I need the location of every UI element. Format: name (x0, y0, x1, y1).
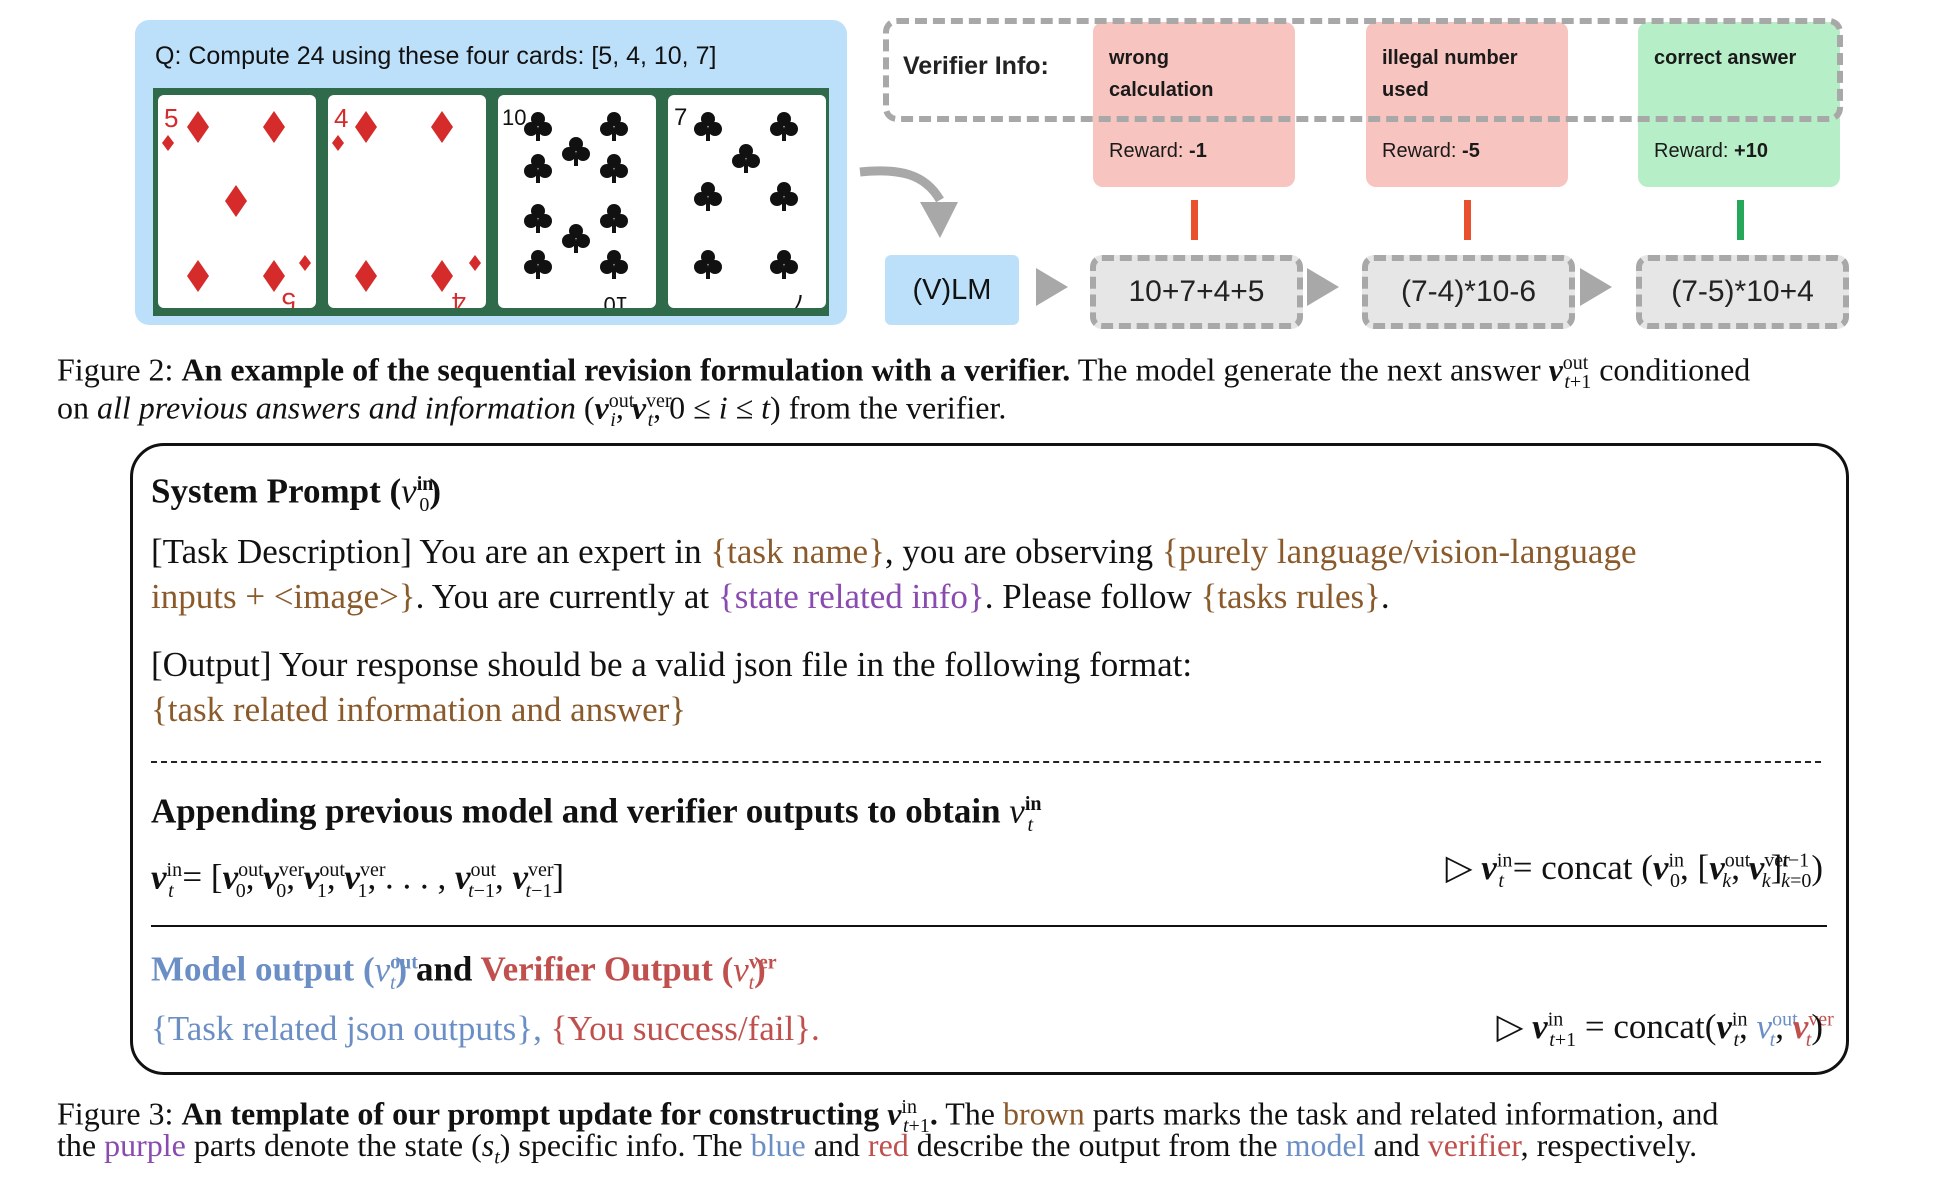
input-concat-formula: ▷ vint = concat (vin0, [voutk, vverk]t−1… (1445, 848, 1823, 892)
svg-text:4: 4 (452, 287, 466, 308)
question-text: Q: Compute 24 using these four cards: [5… (155, 42, 717, 70)
card-face: 7 7 (674, 104, 806, 308)
figure2-caption-line1: Figure 2: An example of the sequential r… (57, 351, 1751, 394)
dashed-divider (151, 761, 1821, 763)
answer-box-2: (7-4)*10-6 (1362, 255, 1575, 329)
card-rank-top: 7 (674, 104, 687, 131)
figure3-caption-line1: Figure 3: An template of our prompt upda… (57, 1095, 1719, 1138)
card-strip: 5 5 4 4 10 (153, 88, 829, 316)
card-five-diamonds: 5 5 (158, 95, 316, 308)
reward-value: Reward: +10 (1654, 140, 1768, 162)
next-input-formula: ▷ vint+1 = concat(vint, voutt, vvert) (1496, 1007, 1834, 1051)
svg-text:5: 5 (282, 287, 296, 308)
appending-title: Appending previous model and verifier ou… (151, 791, 1042, 836)
reward-connector (1464, 200, 1471, 240)
svg-text:10: 10 (604, 292, 628, 308)
card-seven-clubs: 7 7 (668, 95, 826, 308)
right-arrow-icon (1580, 268, 1612, 306)
figure3-caption-line2: the purple parts denote the state (st) s… (57, 1127, 1698, 1169)
verifier-info-label: Verifier Info: (903, 52, 1049, 80)
outputs-line: {Task related json outputs}, {You succes… (151, 1009, 820, 1048)
curved-arrow-icon (859, 166, 958, 238)
vlm-box: (V)LM (885, 255, 1019, 325)
card-rank-top: 10 (502, 105, 526, 130)
card-face: 10 10 (502, 105, 628, 308)
reward-connector (1191, 200, 1198, 240)
card-face: 5 5 (162, 103, 311, 308)
reward-box-correct-answer: correct answer Reward: +10 (1638, 22, 1840, 187)
task-description-line1: [Task Description] You are an expert in … (151, 532, 1637, 571)
figure2-caption-line2: on all previous answers and information … (57, 389, 1007, 432)
card-rank-top: 5 (164, 103, 178, 133)
card-rank-top: 4 (334, 103, 348, 133)
right-arrow-icon (1307, 268, 1339, 306)
system-prompt-title: System Prompt (vin0) (151, 471, 442, 516)
answer-box-1: 10+7+4+5 (1090, 255, 1303, 329)
reward-connector (1737, 200, 1744, 240)
task-description-line2: inputs + <image>}. You are currently at … (151, 577, 1390, 616)
answer-box-3: (7-5)*10+4 (1636, 255, 1849, 329)
output-instruction: [Output] Your response should be a valid… (151, 645, 1193, 684)
card-ten-clubs: 10 10 (498, 95, 656, 308)
card-face: 4 4 (332, 103, 481, 308)
output-format: {task related information and answer} (151, 690, 687, 729)
card-four-diamonds: 4 4 (328, 95, 486, 308)
reward-value: Reward: -5 (1382, 140, 1480, 162)
prompt-template-frame (130, 443, 1849, 1075)
verifier-info-frame (883, 18, 1843, 122)
right-arrow-icon (1036, 268, 1068, 306)
model-verifier-output-title: Model output (voutt) and Verifier Output… (151, 949, 777, 994)
reward-value: Reward: -1 (1109, 140, 1207, 162)
input-sequence-formula: vint = [vout0, vver0, vout1, vver1, . . … (151, 857, 565, 902)
svg-text:7: 7 (793, 289, 806, 308)
solid-divider (151, 925, 1827, 927)
reward-title: correct answer (1654, 47, 1797, 69)
